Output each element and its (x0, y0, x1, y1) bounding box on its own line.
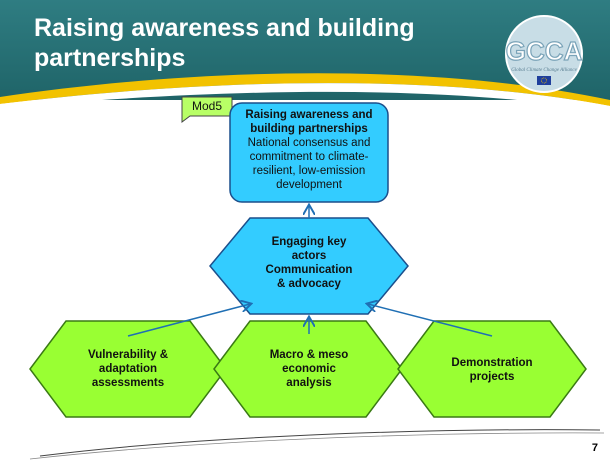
center-hex: Engaging key actors Communication & advo… (262, 235, 356, 291)
bottom-hex-economic: Macro & meso economic analysis (269, 349, 349, 389)
bottom-hex-vulnerability: Vulnerability & adaptation assessments (87, 349, 169, 389)
top-box-heading: Raising awareness and building partnersh… (245, 109, 373, 135)
page-number: 7 (591, 442, 598, 454)
center-hex-line-1: Engaging key actors (271, 236, 347, 262)
slide-title: Raising awareness and building partnersh… (34, 14, 415, 72)
center-hex-line-2: Communication & advocacy (265, 264, 353, 290)
bottom-hex-demonstration: Demonstration projects (451, 357, 533, 383)
arrow-right-to-center (368, 304, 493, 337)
svg-text:Global Climate Change Alliance: Global Climate Change Alliance (511, 68, 577, 73)
top-box-shape (229, 102, 389, 203)
mod5-tag: Mod5 (191, 99, 223, 113)
svg-text:GCCA: GCCA (506, 36, 583, 66)
top-box-body: National consensus and commitment to cli… (247, 137, 371, 191)
gcca-logo-icon: GCCA Global Climate Change Alliance (505, 15, 583, 93)
mod5-tag-shape (181, 96, 233, 123)
top-box: Raising awareness and building partnersh… (234, 108, 384, 192)
arrow-left-to-center (127, 304, 250, 337)
center-hex-shape (209, 217, 409, 315)
